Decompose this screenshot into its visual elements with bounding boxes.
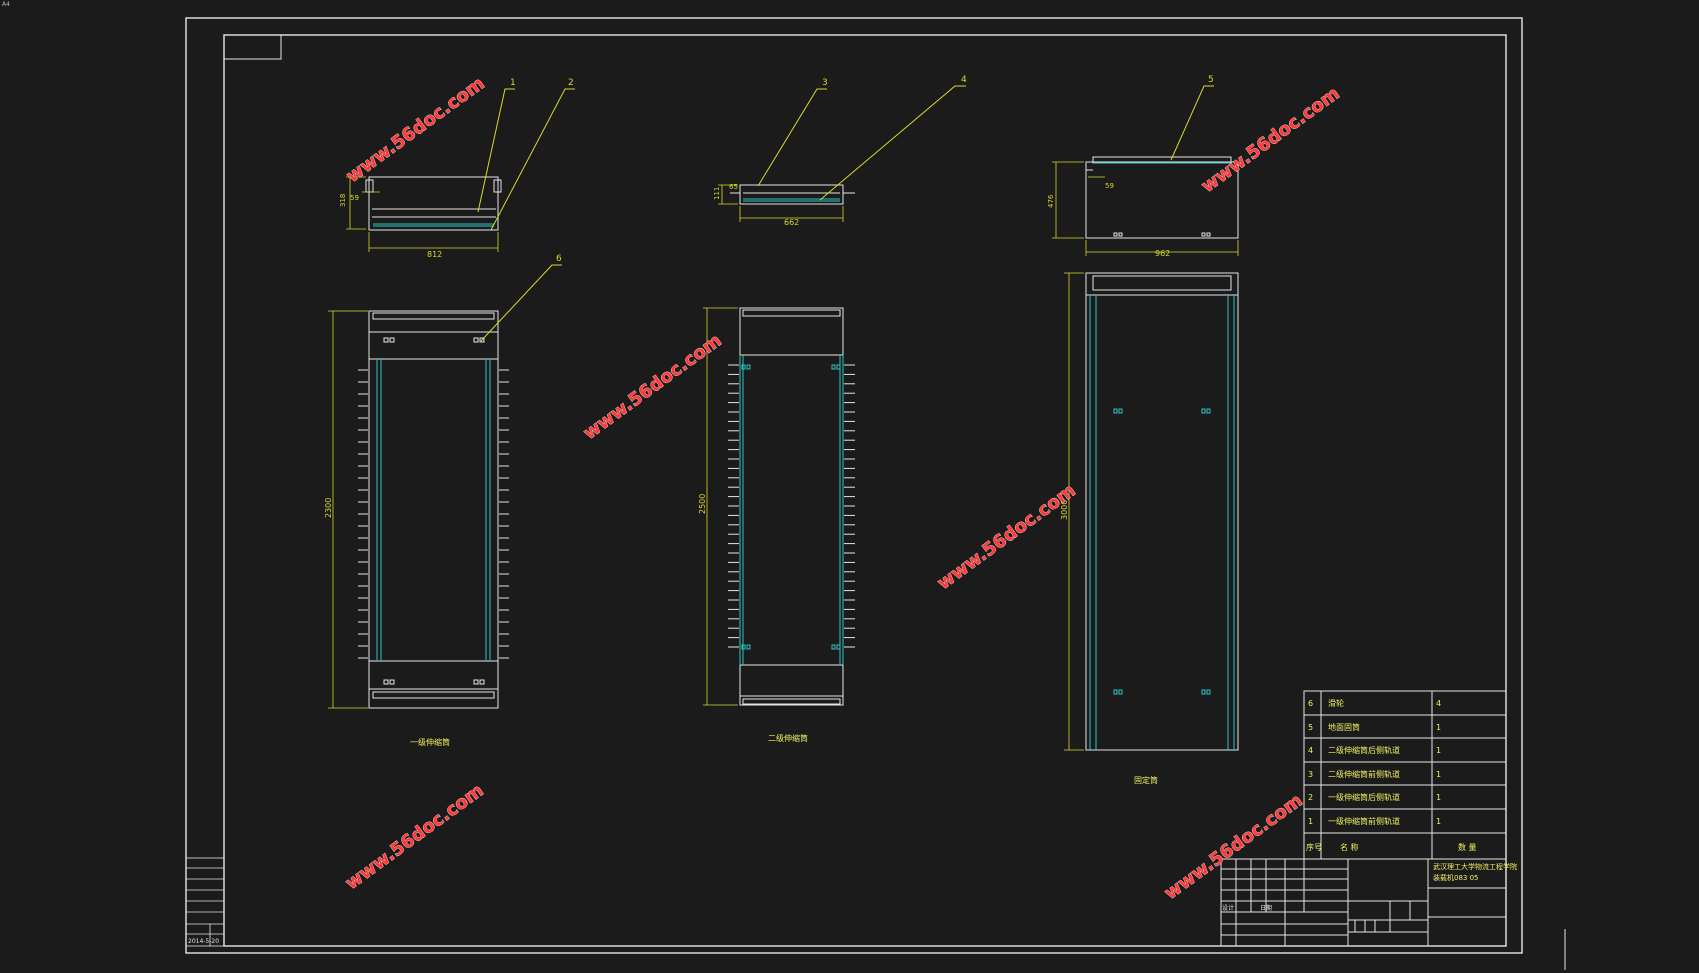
label-design: 设计: [1222, 904, 1234, 912]
v1-caption: 一级伸缩筒: [410, 737, 450, 747]
v3-dim-height: 3000: [1060, 500, 1069, 520]
parts-row-qty: 1: [1436, 723, 1441, 732]
v2-rails: [739, 355, 844, 665]
v3-dim-width: 962: [1155, 249, 1170, 258]
parts-row-name: 一级伸缩筒前侧轨道: [1328, 816, 1400, 826]
callout-leader-6: [480, 264, 562, 342]
inner-border: [223, 34, 1507, 947]
v1-dim-top-h: 318: [339, 194, 347, 207]
v3-rails: [1089, 295, 1235, 750]
table-header-qty: 数 量: [1458, 842, 1477, 852]
v1-rails: [376, 359, 491, 661]
parts-row-qty: 1: [1436, 746, 1441, 755]
parts-row-qty: 1: [1436, 817, 1441, 826]
callout-1: 1: [510, 78, 516, 88]
v2-dim-top-h: 111: [713, 187, 721, 200]
watermark-4: www.56doc.com: [1198, 83, 1344, 197]
v2-top-rails: [743, 198, 840, 202]
parts-row-no: 2: [1308, 793, 1313, 802]
parts-row-no: 3: [1308, 770, 1313, 779]
watermark-2: www.56doc.com: [580, 330, 726, 444]
parts-row-no: 6: [1308, 699, 1313, 708]
parts-row-qty: 1: [1436, 793, 1441, 802]
v1-dim-width: 812: [427, 250, 442, 259]
outer-border: [185, 17, 1523, 954]
parts-rows: 6 滑轮 4 5 地面固筒 1 4 二级伸缩筒后侧轨道 1 3 二级伸缩筒前侧轨道 1 2 一级伸缩筒后侧…: [1308, 698, 1441, 826]
v3-front-dims: [1064, 272, 1084, 751]
v3-dim-top-h: 476: [1047, 194, 1055, 208]
v3-dim-top-off: 59: [1105, 182, 1114, 190]
corner-label: A4: [2, 1, 10, 8]
parts-row-no: 5: [1308, 723, 1313, 732]
parts-row-name: 滑轮: [1328, 698, 1344, 708]
v2-caption: 二级伸缩筒: [768, 733, 808, 743]
parts-row-name: 二级伸缩筒后侧轨道: [1328, 745, 1400, 755]
v1-top-view: [365, 176, 502, 231]
school-line-2: 装载机083 05: [1433, 873, 1479, 882]
parts-row-name: 二级伸缩筒前侧轨道: [1328, 769, 1400, 779]
v2-dim-top-off: 65: [729, 183, 738, 191]
left-stamp-block: [185, 857, 225, 947]
v1-side-ticks: [358, 369, 509, 659]
v2-dim-width: 662: [784, 218, 799, 227]
v2-side-ticks: [728, 364, 855, 648]
v2-front-dims: [703, 307, 738, 706]
parts-row-name: 一级伸缩筒后侧轨道: [1328, 792, 1400, 802]
parts-row-qty: 1: [1436, 770, 1441, 779]
callout-leaders-top-mid: [757, 85, 966, 201]
callout-4: 4: [961, 75, 967, 85]
callout-leader-5: [1170, 85, 1214, 161]
parts-row-no: 4: [1308, 746, 1313, 755]
title-block-grid: [1220, 858, 1507, 947]
watermark-3: www.56doc.com: [934, 480, 1080, 594]
v3-caption: 固定筒: [1134, 775, 1158, 785]
v2-top-dims: [718, 184, 844, 222]
parts-row-qty: 4: [1436, 699, 1441, 708]
v2-front-view: [739, 307, 844, 706]
watermark-5: www.56doc.com: [342, 780, 488, 894]
v2-dim-height: 2500: [698, 494, 707, 514]
v1-top-dims: [346, 176, 499, 252]
v3-top-dims: [1052, 161, 1239, 256]
callout-leaders-top-left: [477, 88, 575, 231]
parts-row-no: 1: [1308, 817, 1313, 826]
left-stamp-text: 2014-5-20: [188, 938, 219, 945]
parts-table-grid: [1303, 690, 1507, 860]
v1-front-dims: [328, 310, 368, 709]
callout-6: 6: [556, 254, 562, 264]
watermark-1: www.56doc.com: [343, 73, 489, 187]
v1-dim-height: 2300: [324, 498, 333, 518]
table-header-name: 名 称: [1340, 842, 1359, 852]
callout-3: 3: [822, 78, 828, 88]
parts-row-name: 地面固筒: [1328, 722, 1360, 732]
callout-2: 2: [568, 78, 574, 88]
callout-5: 5: [1208, 75, 1214, 85]
v3-front-view: [1085, 272, 1239, 751]
drawing-frame: [185, 17, 1566, 970]
table-header-no: 序号: [1306, 842, 1322, 852]
school-line-1: 武汉理工大学物流工程学院: [1433, 862, 1517, 871]
corner-box: [223, 34, 282, 60]
label-date: 日期: [1260, 904, 1272, 912]
v2-top-view: [730, 184, 855, 205]
v1-front-view: [368, 310, 499, 709]
v1-dim-top-off: 59: [350, 194, 359, 202]
